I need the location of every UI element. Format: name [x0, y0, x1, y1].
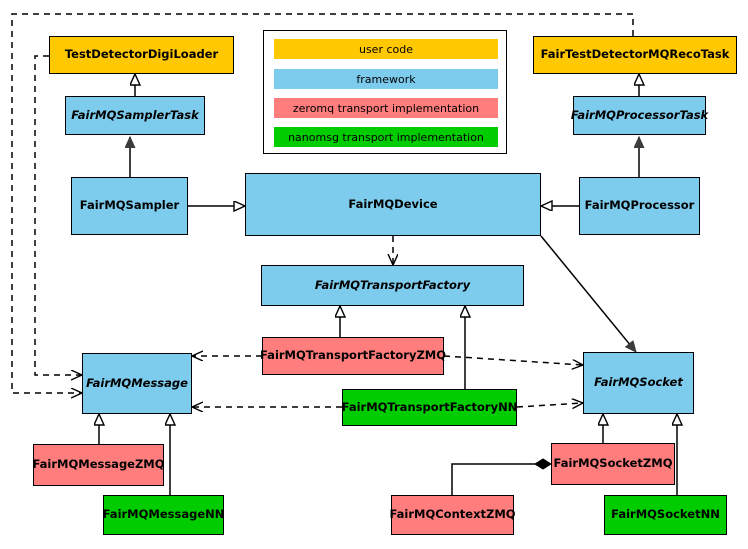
class-node-fairmqsocketzmq[interactable]: FairMQSocketZMQ — [551, 443, 675, 485]
class-node-testdetectordigiloader[interactable]: TestDetectorDigiLoader — [49, 36, 234, 74]
legend-item-user-code: user code — [274, 39, 498, 59]
class-node-fairmqtransportfactory[interactable]: FairMQTransportFactory — [261, 265, 524, 306]
edge-factoryzmq-socket — [443, 355, 583, 365]
legend-panel: user code framework zeromq transport imp… — [263, 30, 507, 154]
class-node-fairmqsamplertask[interactable]: FairMQSamplerTask — [65, 96, 205, 135]
class-node-fairmqprocessortask[interactable]: FairMQProcessorTask — [571, 96, 708, 135]
class-node-fairmqdevice[interactable]: FairMQDevice — [245, 173, 541, 236]
class-node-fairmqsocketnn[interactable]: FairMQSocketNN — [604, 495, 727, 535]
edge-device-socket — [540, 235, 636, 352]
class-node-fairmqtransportfactorynn[interactable]: FairMQTransportFactoryNN — [342, 389, 517, 426]
class-node-fairmqsampler[interactable]: FairMQSampler — [71, 177, 188, 235]
edge-recotask-message — [11, 13, 634, 393]
edge-contextzmq-socketzmq — [451, 458, 552, 495]
edge-factorynn-socket — [516, 403, 583, 407]
legend-item-zeromq: zeromq transport implementation — [274, 98, 498, 118]
class-node-fairmqmessage[interactable]: FairMQMessage — [82, 353, 192, 414]
legend-item-framework: framework — [274, 69, 498, 89]
class-node-fairmqcontextzmq[interactable]: FairMQContextZMQ — [389, 495, 516, 535]
class-node-fairmqmessagenn[interactable]: FairMQMessageNN — [103, 495, 224, 535]
class-node-fairmqsocket[interactable]: FairMQSocket — [583, 352, 694, 414]
edge-digiloader-message — [34, 55, 82, 375]
legend-item-nanomsg: nanomsg transport implementation — [274, 127, 498, 147]
class-node-fairmqtransportfactoryzmq[interactable]: FairMQTransportFactoryZMQ — [260, 337, 446, 375]
class-node-fairtestdetectormqrecotask[interactable]: FairTestDetectorMQRecoTask — [533, 36, 737, 74]
class-node-fairmqprocessor[interactable]: FairMQProcessor — [579, 177, 700, 235]
class-node-fairmqmessagezmq[interactable]: FairMQMessageZMQ — [32, 444, 165, 486]
